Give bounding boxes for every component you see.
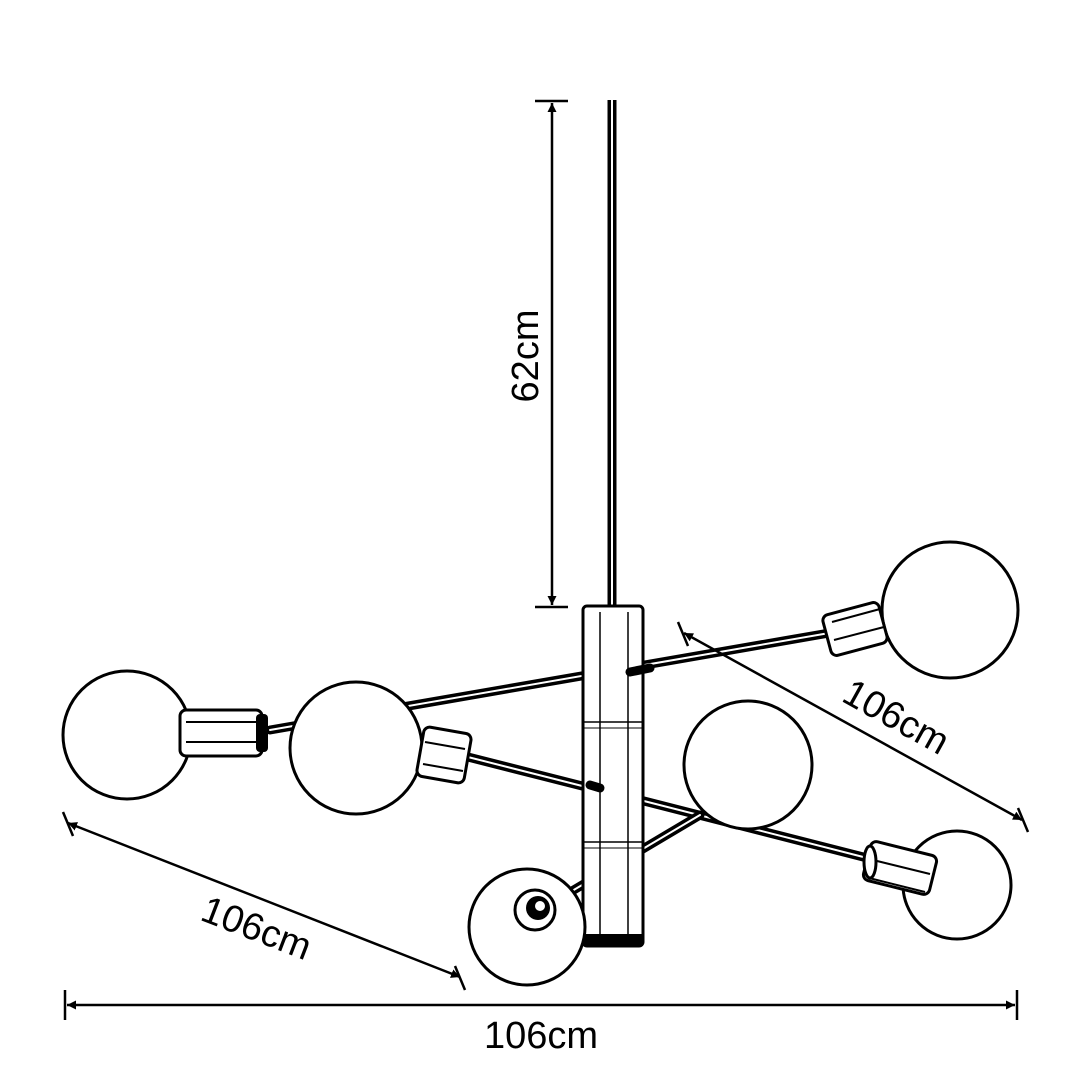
label-drop-height: 62cm — [505, 310, 547, 403]
socket-far-left — [178, 708, 268, 758]
label-horizontal: 106cm — [484, 1015, 598, 1057]
arm-middle-left — [455, 750, 603, 795]
dimension-left-diagonal — [61, 811, 467, 991]
globe-left-center — [288, 680, 473, 816]
globe-center-back — [682, 699, 814, 831]
globe-far-left — [61, 669, 268, 801]
globe-bottom — [467, 867, 587, 987]
dimension-horizontal — [63, 990, 1019, 1020]
globe-right-top — [821, 540, 1020, 680]
label-left-diagonal: 106cm — [196, 889, 318, 969]
dimension-drop-height — [535, 99, 568, 609]
socket-right-top — [821, 601, 889, 657]
globe-right-lower — [861, 829, 1013, 941]
socket-left-center — [415, 725, 473, 785]
arm-lower-right — [635, 795, 880, 865]
socket-right-lower — [861, 840, 939, 896]
central-body — [581, 604, 655, 948]
dimension-right-diagonal — [676, 621, 1030, 833]
socket-bottom — [513, 888, 557, 932]
